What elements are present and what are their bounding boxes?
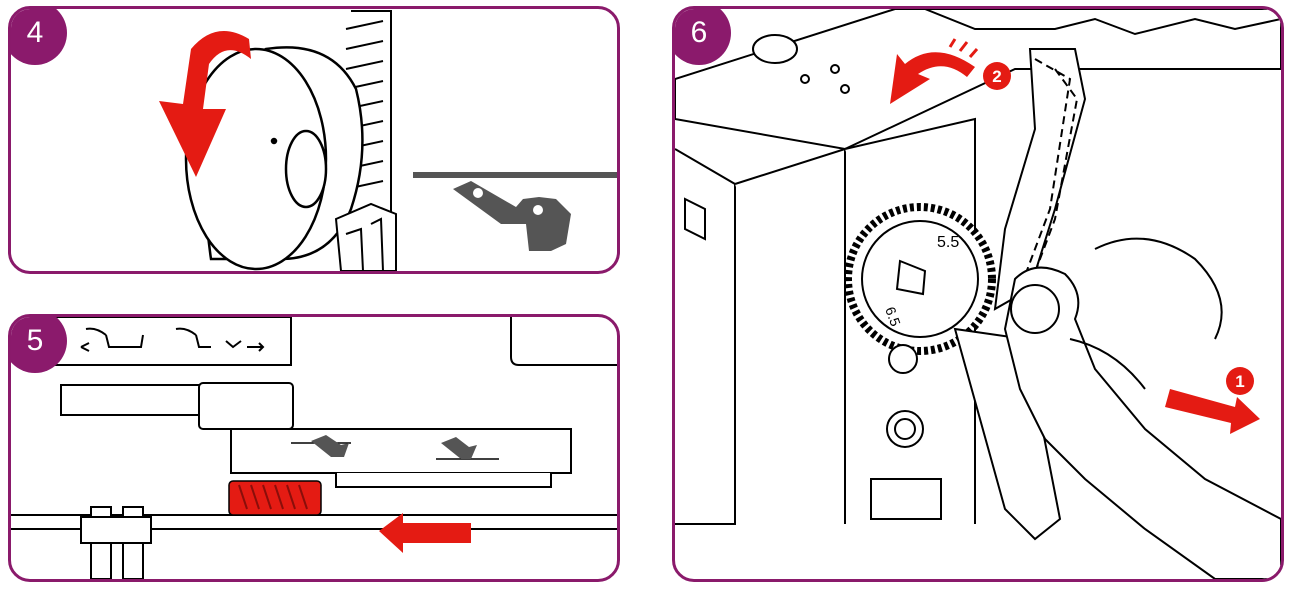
step-5-panel: 5 <box>8 314 620 582</box>
rail <box>11 382 617 530</box>
lower-mechanism <box>334 202 397 271</box>
tension-dial: 5.5 6.5 <box>844 203 996 355</box>
dial-value-top: 5.5 <box>937 234 959 251</box>
push-direction-arrow <box>379 513 471 553</box>
rotation-arrow <box>159 31 251 177</box>
looper-cover <box>953 48 1087 541</box>
dial-value-bottom: 6.5 <box>882 305 904 329</box>
marker-2-label: 2 <box>992 67 1001 86</box>
needle-position-indicator <box>413 172 617 251</box>
marker-2-circle <box>983 62 1011 90</box>
red-slider <box>228 480 322 516</box>
machine-top <box>675 9 1281 151</box>
thread-guide-plate <box>31 317 617 366</box>
marker-1-circle <box>1226 367 1254 395</box>
hand <box>1003 237 1281 579</box>
step-6-panel: 6 5.5 6.5 <box>672 6 1284 582</box>
pull-arrow-1 <box>1165 389 1260 434</box>
step-4-illustration <box>159 10 617 271</box>
marker-1-label: 1 <box>1235 372 1244 391</box>
adjusting-screws <box>870 344 942 520</box>
machine-vents <box>345 10 392 271</box>
step-4-panel: 4 <box>8 6 620 274</box>
rotate-arrow-2 <box>890 38 979 104</box>
bracket <box>80 506 152 579</box>
step-6-illustration: 5.5 6.5 2 <box>675 9 1281 579</box>
step-4-badge: 4 <box>11 9 67 65</box>
step-5-illustration <box>11 317 617 579</box>
handwheel <box>184 46 364 271</box>
